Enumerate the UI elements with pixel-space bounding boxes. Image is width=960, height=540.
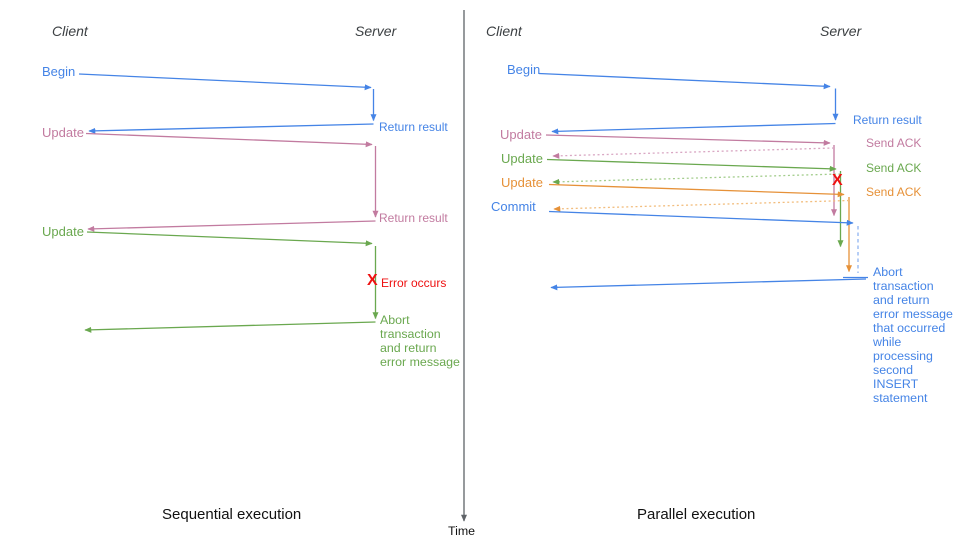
par-update1-ack-arrow [552, 147, 835, 159]
right-commit-label: Commit [491, 198, 536, 214]
right-error-x-mark: X [832, 172, 843, 189]
right-update-2-label: Update [501, 150, 543, 166]
time-axis-label: Time [448, 523, 476, 538]
left-update-2-label: Update [42, 224, 84, 239]
left-error-occurs-label: Error occurs [381, 275, 447, 290]
right-abort-note: Abort transaction and return error messa… [873, 264, 953, 406]
par-update3-ack-arrow [553, 199, 850, 212]
right-return-result-label: Return result [853, 112, 922, 127]
par-update3-request-arrow [548, 183, 845, 198]
left-client-header: Client [52, 23, 88, 39]
left-server-header: Server [355, 23, 397, 39]
left-error-x-mark: X [367, 272, 378, 289]
par-abort-return-arrow [550, 278, 867, 291]
right-begin-label: Begin [507, 62, 541, 77]
right-server-header: Server [820, 23, 862, 39]
right-client-header: Client [486, 23, 522, 39]
seq-begin-request-arrow [78, 73, 372, 91]
left-update-1-label: Update [42, 124, 84, 140]
left-abort-note: Abort transaction and return error messa… [380, 313, 460, 370]
right-panel-caption: Parallel execution [637, 506, 756, 523]
par-begin-request-arrow [538, 72, 831, 90]
right-send-ack-1-label: Send ACK [866, 136, 922, 150]
seq-abort-return-arrow [84, 321, 376, 333]
right-panel-arrows [538, 72, 868, 291]
right-send-ack-3-label: Send ACK [866, 185, 922, 199]
seq-begin-return-arrow [88, 123, 374, 134]
right-update-1-label: Update [500, 126, 542, 142]
par-update1-request-arrow [545, 134, 831, 146]
seq-update1-request-arrow [85, 132, 373, 148]
left-return-result-1-label: Return result [379, 120, 448, 134]
right-update-3-label: Update [501, 174, 543, 190]
par-begin-return-arrow [551, 122, 836, 135]
right-send-ack-2-label: Send ACK [866, 160, 922, 175]
seq-update2-request-arrow [86, 231, 373, 247]
seq-update1-return-arrow [87, 220, 376, 232]
par-commit-request-arrow [548, 210, 854, 226]
par-update2-request-arrow [546, 158, 837, 172]
left-panel-caption: Sequential execution [162, 506, 302, 523]
left-begin-label: Begin [42, 64, 76, 79]
left-return-result-2-label: Return result [379, 210, 448, 225]
par-update2-ack-arrow [552, 173, 841, 185]
left-panel-arrows [78, 73, 379, 333]
